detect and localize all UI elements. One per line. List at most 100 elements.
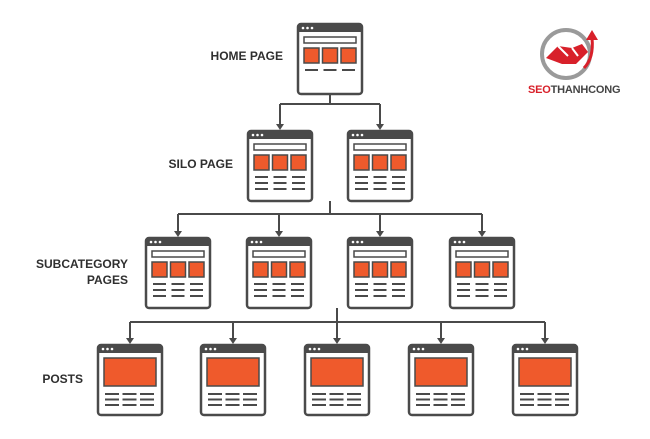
header-bar (252, 250, 306, 258)
label-subcategory-line1: SUBCATEGORY (35, 257, 128, 271)
window-dot (259, 240, 263, 244)
post-page-icon (96, 343, 164, 417)
post-page-icon (303, 343, 371, 417)
label-silo-page: SILO PAGE (168, 157, 233, 171)
header-bar (303, 36, 357, 44)
subcategory-page-icon (245, 236, 313, 310)
content-block (353, 154, 370, 171)
window-dot (149, 240, 153, 244)
label-posts: POSTS (42, 372, 83, 386)
content-block (290, 154, 307, 171)
page-title-bar (298, 24, 362, 32)
window-dot (308, 347, 312, 351)
post-page-icon (511, 343, 579, 417)
header-bar (353, 250, 407, 258)
window-dot (209, 347, 212, 351)
window-dot (213, 347, 217, 351)
content-block (473, 261, 491, 278)
label-subcategory-pages: SUBCATEGORY PAGES (10, 256, 128, 288)
arrowhead (275, 231, 283, 237)
subcategory-page-icon (448, 236, 516, 310)
arrowhead (376, 231, 384, 237)
window-dot (417, 347, 420, 351)
window-dot (453, 240, 457, 244)
window-dot (351, 240, 355, 244)
logo-arrow (582, 37, 594, 70)
page-title-bar (98, 345, 162, 353)
content-block (169, 261, 187, 278)
featured-image-block (310, 357, 364, 387)
home-page-icon (296, 22, 364, 96)
window-dot (110, 347, 114, 351)
arrowhead (478, 231, 486, 237)
window-dot (356, 133, 359, 137)
arrowhead (541, 338, 549, 344)
page-title-bar (305, 345, 369, 353)
header-bar (455, 250, 509, 258)
silo-page-icon (246, 129, 314, 203)
arrowhead (174, 231, 182, 237)
content-block (321, 47, 339, 64)
window-dot (421, 347, 425, 351)
handshake-logo-icon (540, 28, 598, 80)
window-dot (256, 133, 259, 137)
header-bar (253, 143, 307, 151)
window-dot (154, 240, 157, 244)
header-bar (151, 250, 205, 258)
seothanhcong-logo: SEOTHANHCONG (528, 24, 628, 100)
content-block (492, 261, 509, 278)
featured-image-block (518, 357, 572, 387)
window-dot (458, 240, 461, 244)
content-block (390, 154, 407, 171)
window-dot (360, 240, 364, 244)
window-dot (310, 26, 314, 30)
window-dot (521, 347, 524, 351)
connector-home-to-silo (276, 94, 384, 130)
header-bar (353, 143, 407, 151)
content-block (371, 154, 389, 171)
window-dot (516, 347, 520, 351)
logo-wordmark-seo: SEO (528, 84, 551, 96)
content-block (151, 261, 168, 278)
content-block (390, 261, 407, 278)
arrowhead (229, 338, 237, 344)
featured-image-block (414, 357, 468, 387)
window-dot (313, 347, 316, 351)
label-subcategory-line2: PAGES (86, 273, 128, 287)
window-dot (250, 240, 254, 244)
content-block (340, 47, 357, 64)
silo-page-icon (346, 129, 414, 203)
window-dot (158, 240, 162, 244)
connector-silo-to-subcategory (174, 201, 486, 237)
window-dot (106, 347, 109, 351)
page-title-bar (348, 238, 412, 246)
window-dot (251, 133, 255, 137)
page-title-bar (513, 345, 577, 353)
window-dot (255, 240, 258, 244)
content-block (371, 261, 389, 278)
logo-wordmark: SEOTHANHCONG (528, 84, 628, 96)
page-title-bar (247, 238, 311, 246)
window-dot (356, 240, 359, 244)
connector-subcategory-to-posts (126, 308, 549, 344)
page-title-bar (450, 238, 514, 246)
window-dot (301, 26, 305, 30)
subcategory-page-icon (144, 236, 212, 310)
window-dot (462, 240, 466, 244)
window-dot (260, 133, 264, 137)
content-block (253, 154, 270, 171)
content-block (270, 261, 288, 278)
arrowhead (437, 338, 445, 344)
window-dot (204, 347, 208, 351)
label-home-page: HOME PAGE (210, 49, 283, 63)
arrowhead (126, 338, 134, 344)
window-dot (317, 347, 321, 351)
arrowhead (276, 124, 284, 130)
content-block (271, 154, 289, 171)
content-block (252, 261, 269, 278)
window-dot (360, 133, 364, 137)
page-title-bar (409, 345, 473, 353)
logo-arrowhead (586, 30, 598, 40)
content-block (455, 261, 472, 278)
